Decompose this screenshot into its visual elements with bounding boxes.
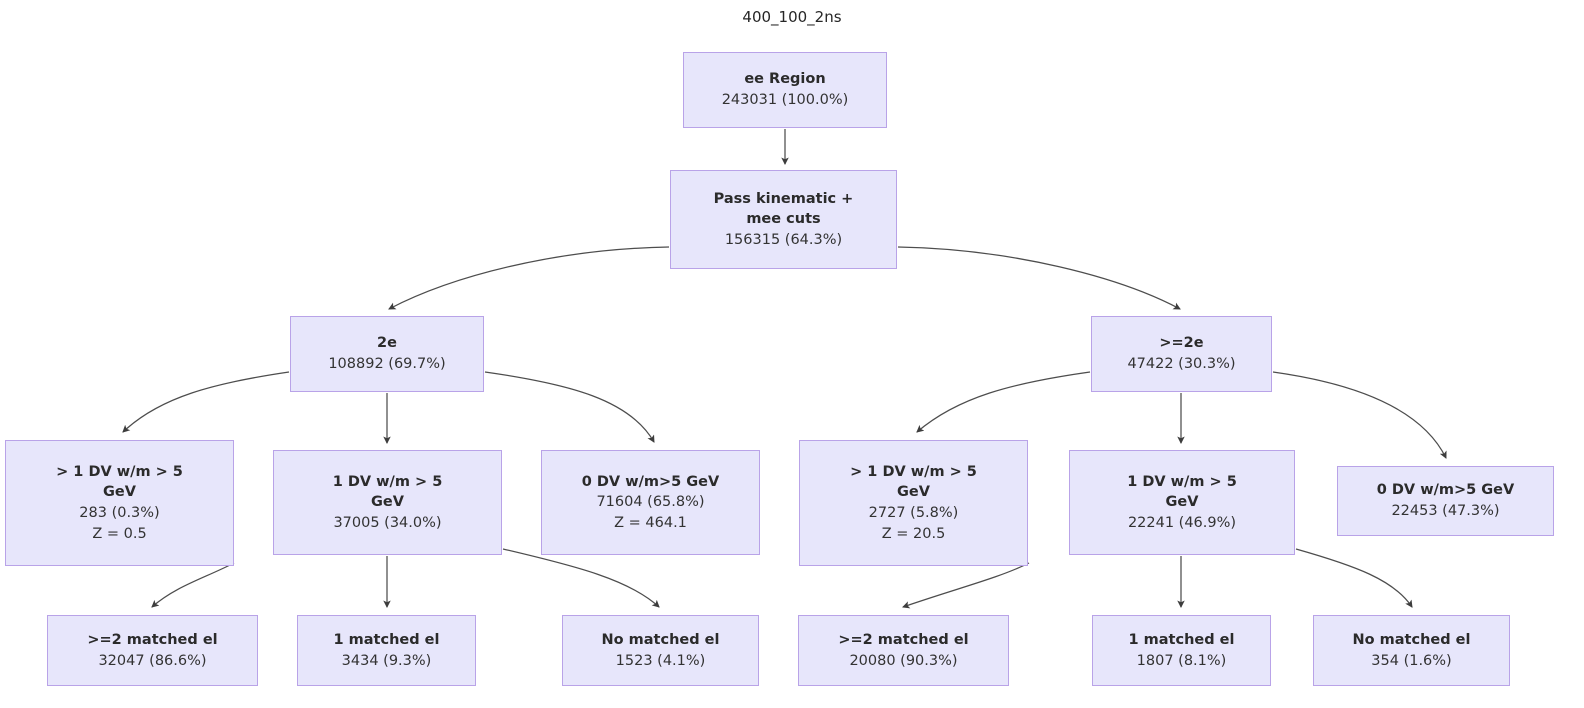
node-count: 1807 (8.1%) [1136,652,1227,669]
node-label: No matched el [601,631,720,648]
node-ge-2e[interactable]: >=2e 47422 (30.3%) [1091,316,1272,392]
node-right-ge2-matched-el[interactable]: >=2 matched el 20080 (90.3%) [798,615,1009,686]
node-label: 1 DV w/m > 5 GeV [1127,473,1237,511]
node-label: 0 DV w/m>5 GeV [1376,482,1515,499]
node-count: 20080 (90.3%) [849,652,958,669]
node-count: 37005 (34.0%) [333,514,442,531]
node-right-0-dv[interactable]: 0 DV w/m>5 GeV 22453 (47.3%) [1337,466,1554,536]
node-left-1-matched-el[interactable]: 1 matched el 3434 (9.3%) [297,615,476,686]
node-label: >=2 matched el [838,631,969,648]
node-label: 1 matched el [333,631,440,648]
node-left-no-matched-el[interactable]: No matched el 1523 (4.1%) [562,615,759,686]
node-count: 71604 (65.8%) [596,494,705,511]
node-z-value: Z = 464.1 [614,514,687,531]
node-count: 243031 (100.0%) [721,92,849,108]
node-count: 32047 (86.6%) [98,652,207,669]
node-left-ge2-matched-el[interactable]: >=2 matched el 32047 (86.6%) [47,615,258,686]
node-count: 108892 (69.7%) [328,356,446,372]
node-count: 22241 (46.9%) [1127,514,1237,531]
node-count: 22453 (47.3%) [1391,503,1500,519]
node-count: 2727 (5.8%) [868,505,959,521]
node-label: >=2e [1159,335,1204,352]
diagram-title: 400_100_2ns [742,8,842,26]
node-label: 1 matched el [1128,631,1235,648]
node-label: 1 DV w/m > 5 GeV [332,473,443,511]
node-label: >=2 matched el [87,631,218,648]
node-right-gt1-dv[interactable]: > 1 DV w/m > 5 GeV 2727 (5.8%) Z = 20.5 [799,440,1028,566]
node-label: > 1 DV w/m > 5 GeV [56,463,183,501]
node-left-0-dv[interactable]: 0 DV w/m>5 GeV 71604 (65.8%) Z = 464.1 [541,450,760,555]
node-right-1-dv[interactable]: 1 DV w/m > 5 GeV 22241 (46.9%) [1069,450,1295,555]
node-pass-kinematic-mee-cuts[interactable]: Pass kinematic + mee cuts 156315 (64.3%) [670,170,897,269]
node-label: Pass kinematic + mee cuts [713,190,854,228]
node-left-1-dv[interactable]: 1 DV w/m > 5 GeV 37005 (34.0%) [273,450,502,555]
node-count: 354 (1.6%) [1371,652,1452,669]
node-right-1-matched-el[interactable]: 1 matched el 1807 (8.1%) [1092,615,1271,686]
node-label: 0 DV w/m>5 GeV [581,473,720,490]
node-label: ee Region [744,71,826,88]
node-right-no-matched-el[interactable]: No matched el 354 (1.6%) [1313,615,1510,686]
node-label: No matched el [1352,631,1471,648]
node-count: 47422 (30.3%) [1127,356,1236,372]
node-count: 3434 (9.3%) [341,652,432,669]
node-label: > 1 DV w/m > 5 GeV [850,463,977,501]
node-count: 156315 (64.3%) [724,231,843,248]
node-z-value: Z = 0.5 [92,525,147,542]
node-label: 2e [377,335,397,352]
node-2e[interactable]: 2e 108892 (69.7%) [290,316,484,392]
node-count: 283 (0.3%) [79,505,160,521]
node-count: 1523 (4.1%) [615,652,706,669]
node-left-gt1-dv[interactable]: > 1 DV w/m > 5 GeV 283 (0.3%) Z = 0.5 [5,440,234,566]
node-ee-region[interactable]: ee Region 243031 (100.0%) [683,52,887,128]
node-z-value: Z = 20.5 [881,525,946,542]
